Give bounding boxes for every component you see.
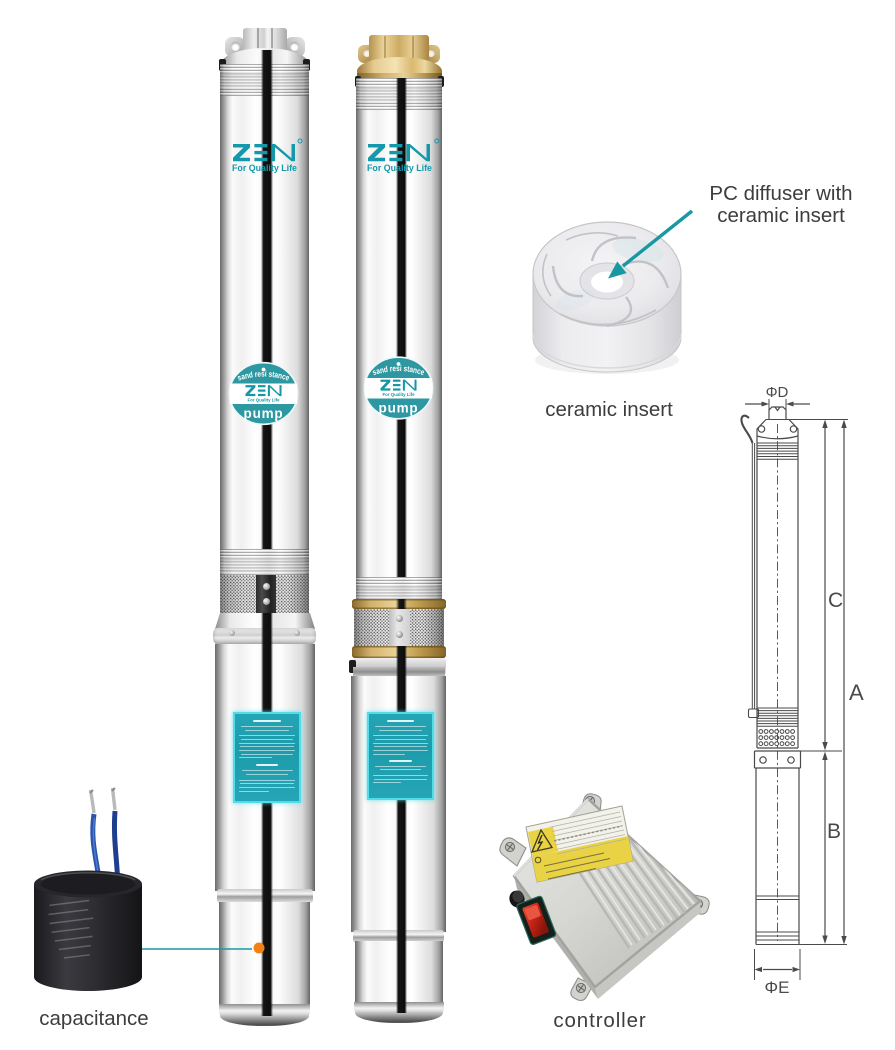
svg-text:B: B bbox=[827, 820, 841, 843]
svg-text:C: C bbox=[828, 589, 843, 612]
svg-text:ΦD: ΦD bbox=[766, 384, 789, 401]
svg-text:ΦE: ΦE bbox=[765, 978, 790, 997]
svg-text:A: A bbox=[849, 680, 864, 705]
svg-text:For Quality Life: For Quality Life bbox=[367, 163, 432, 173]
svg-text:For Quality Life: For Quality Life bbox=[232, 163, 297, 173]
